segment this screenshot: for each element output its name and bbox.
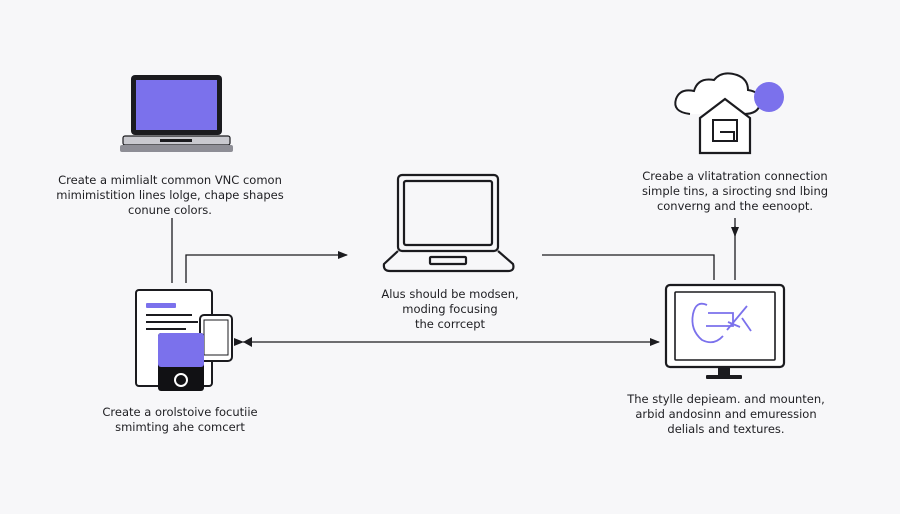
- caption-line: Create a orolstoive focutiie: [102, 405, 258, 419]
- caption-line: moding focusing: [402, 302, 498, 316]
- caption-line: Alus should be modsen,: [381, 287, 519, 301]
- connectors: [171, 218, 739, 347]
- caption-line: conune colors.: [128, 203, 212, 217]
- arrow-devices-to-center-laptop: [185, 251, 348, 283]
- document-phone-icon: [135, 289, 233, 391]
- caption-line: Create a mimlialt common VNC comon: [58, 173, 282, 187]
- connector-center-to-monitor: [542, 254, 715, 280]
- laptop-icon: [382, 173, 515, 273]
- caption-laptop-top-left: Create a mimlialt common VNC comon mimim…: [40, 173, 300, 218]
- caption-line: Creabe a vlitatration connection: [642, 169, 828, 183]
- caption-laptop-center: Alus should be modsen, moding focusing t…: [340, 287, 560, 332]
- cloud-home-icon: [674, 72, 784, 155]
- laptop-icon: [120, 75, 233, 152]
- caption-line: mimimistition lines lolge, chape shapes: [56, 188, 284, 202]
- monitor-icon: [664, 283, 786, 379]
- caption-line: arbid andosinn and emuression: [635, 407, 817, 421]
- caption-devices-bottom-left: Create a orolstoive focutiie smimting ah…: [60, 405, 300, 435]
- caption-line: simple tins, a sirocting snd lbing: [641, 184, 829, 198]
- caption-cloud-top-right: Creabe a vlitatration connection simple …: [610, 169, 860, 214]
- caption-line: converng and the eenoopt.: [656, 199, 814, 213]
- caption-line: smimting ahe comcert: [115, 420, 245, 434]
- caption-line: the corrcept: [414, 317, 486, 331]
- caption-line: delials and textures.: [667, 422, 785, 436]
- caption-monitor-bottom-right: The stylle depieam. and mounten, arbid a…: [596, 392, 856, 437]
- caption-line: The stylle depieam. and mounten,: [627, 392, 825, 406]
